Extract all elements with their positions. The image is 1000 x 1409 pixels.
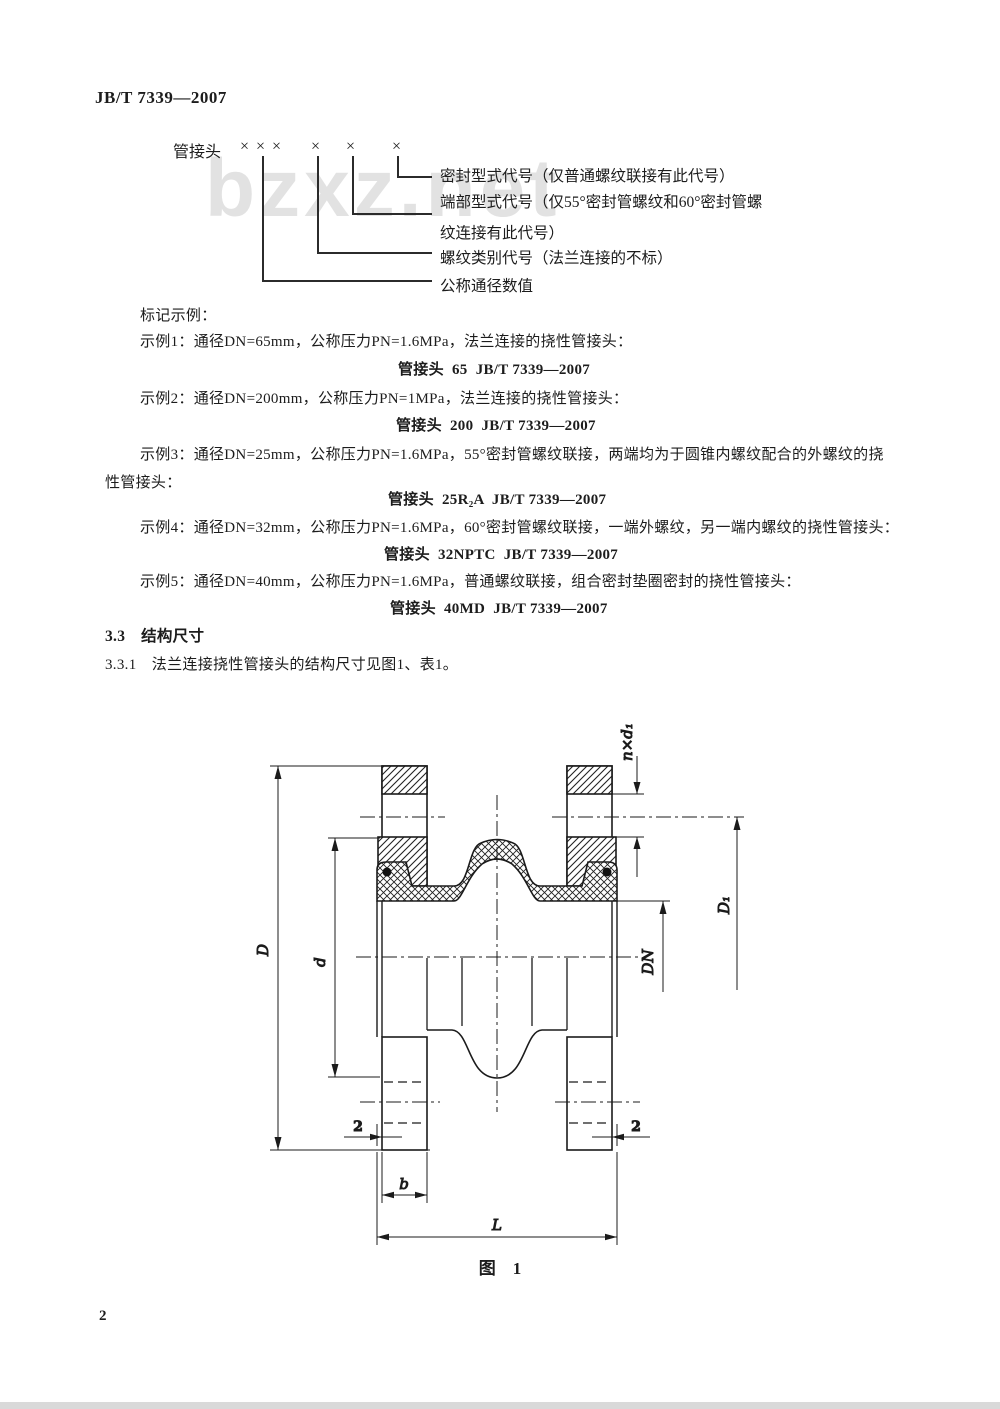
example-3-desc-line2: 性管接头： bbox=[105, 475, 182, 491]
designation-x-b: × bbox=[346, 138, 356, 155]
page-number: 2 bbox=[99, 1308, 107, 1324]
leader-line-1h bbox=[262, 280, 432, 282]
svg-text:D₁: D₁ bbox=[715, 896, 733, 915]
dimension-DN: DN bbox=[617, 900, 670, 992]
example-4-desc: 示例4：通径DN=32mm，公称压力PN=1.6MPa，60°密封管螺纹联接，一… bbox=[140, 520, 900, 536]
dimension-L: L bbox=[376, 1152, 618, 1245]
example-3-mark: 管接头 25R₂A JB/T 7339—2007 bbox=[388, 492, 607, 508]
designation-prefix: 管接头 bbox=[173, 144, 222, 161]
svg-text:n×d₁: n×d₁ bbox=[618, 723, 636, 761]
callout-end-type-1: 端部型式代号（仅55°密封管螺纹和60°密封管螺 bbox=[440, 194, 763, 211]
dimension-D1: D₁ bbox=[715, 817, 741, 990]
bottom-flanges bbox=[381, 1036, 613, 1151]
leader-line-3 bbox=[352, 156, 354, 213]
center-lines bbox=[356, 795, 744, 1112]
dimension-n-d1: n×d₁ bbox=[612, 723, 644, 877]
svg-text:b: b bbox=[399, 1175, 409, 1193]
svg-text:DN: DN bbox=[639, 949, 657, 976]
callout-nominal-diameter: 公称通径数值 bbox=[440, 278, 534, 295]
scan-edge bbox=[0, 1402, 1000, 1409]
dimension-2-right: 2 bbox=[592, 1119, 650, 1146]
examples-title: 标记示例： bbox=[140, 308, 217, 324]
standard-number: JB/T 7339—2007 bbox=[95, 88, 227, 107]
leader-line-4h bbox=[397, 176, 432, 178]
dimension-d: d bbox=[311, 837, 380, 1078]
svg-text:L: L bbox=[491, 1216, 502, 1234]
leader-line-3h bbox=[352, 213, 432, 215]
dimension-2-left: 2 bbox=[344, 1119, 402, 1146]
example-1-mark: 管接头 65 JB/T 7339—2007 bbox=[398, 362, 591, 378]
svg-text:2: 2 bbox=[631, 1119, 641, 1135]
svg-text:D: D bbox=[254, 944, 272, 957]
leader-line-4 bbox=[397, 156, 399, 176]
bolt-hole-hidden-lines bbox=[384, 1081, 610, 1124]
callout-thread-class: 螺纹类别代号（法兰连接的不标） bbox=[440, 250, 673, 267]
example-2-mark: 管接头 200 JB/T 7339—2007 bbox=[396, 418, 596, 434]
bore-outline bbox=[426, 958, 568, 1079]
designation-x3: ××× bbox=[240, 138, 289, 155]
leader-line-1 bbox=[262, 156, 264, 280]
example-3-desc-line1: 示例3：通径DN=25mm，公称压力PN=1.6MPa，55°密封管螺纹联接，两… bbox=[140, 447, 884, 463]
example-5-mark: 管接头 40MD JB/T 7339—2007 bbox=[390, 601, 608, 617]
designation-x-c: × bbox=[392, 138, 402, 155]
section-3-3-heading: 3.3 结构尺寸 bbox=[105, 628, 205, 645]
leader-line-2 bbox=[317, 156, 319, 252]
example-4-mark: 管接头 32NPTC JB/T 7339—2007 bbox=[384, 547, 619, 563]
section-3-3-1-text: 3.3.1 法兰连接挠性管接头的结构尺寸见图1、表1。 bbox=[105, 657, 459, 673]
example-5-desc: 示例5：通径DN=40mm，公称压力PN=1.6MPa，普通螺纹联接，组合密封垫… bbox=[140, 574, 801, 590]
watermark: bzxz.net bbox=[205, 143, 561, 234]
leader-line-2h bbox=[317, 252, 432, 254]
designation-x-a: × bbox=[311, 138, 321, 155]
example-1-desc: 示例1：通径DN=65mm，公称压力PN=1.6MPa，法兰连接的挠性管接头： bbox=[140, 334, 633, 350]
pipe-walls bbox=[376, 901, 618, 1037]
svg-text:2: 2 bbox=[353, 1119, 363, 1135]
callout-end-type-2: 纹连接有此代号） bbox=[440, 225, 565, 242]
callout-seal-type: 密封型式代号（仅普通螺纹联接有此代号） bbox=[440, 168, 735, 185]
seal-bead-right bbox=[602, 867, 612, 877]
dimension-D: D bbox=[254, 765, 430, 1151]
figure-caption: 图 1 bbox=[478, 1259, 522, 1278]
figure-1-drawing: D d n×d₁ D₁ DN bbox=[254, 723, 744, 1245]
seal-bead-left bbox=[382, 867, 392, 877]
example-2-desc: 示例2：通径DN=200mm，公称压力PN=1MPa，法兰连接的挠性管接头： bbox=[140, 391, 629, 407]
svg-text:d: d bbox=[311, 957, 329, 967]
dimension-b: b bbox=[381, 1152, 428, 1203]
